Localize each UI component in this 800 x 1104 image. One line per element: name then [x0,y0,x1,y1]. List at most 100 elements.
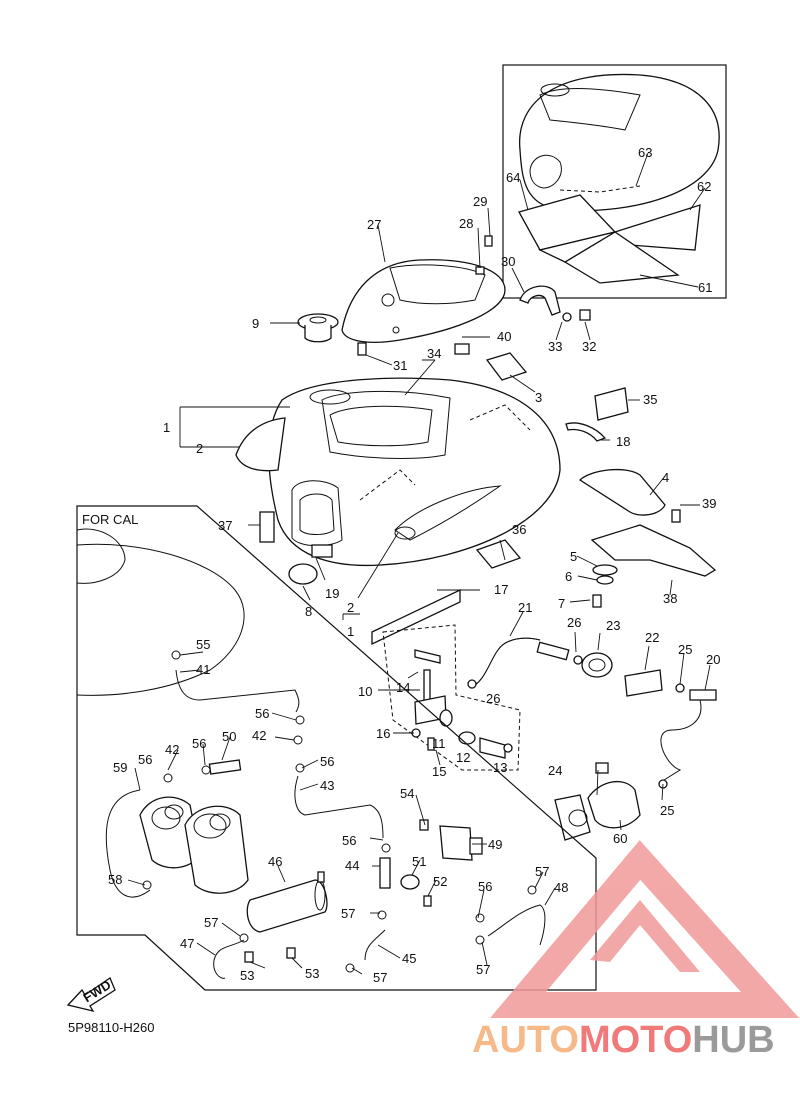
callout-4: 4 [662,470,669,485]
callout-25a: 25 [678,642,692,657]
callout-60: 60 [613,831,627,846]
fuel-line-pump [467,637,717,789]
callout-2: 2 [196,441,203,456]
callout-8: 8 [305,604,312,619]
callout-33: 33 [548,339,562,354]
callout-56b: 56 [138,752,152,767]
callout-12: 12 [456,750,470,765]
callout-56f: 56 [478,879,492,894]
callout-19: 19 [325,586,339,601]
callout-48: 48 [554,880,568,895]
callout-57c: 57 [373,970,387,985]
callout-5: 5 [570,549,577,564]
callout-39: 39 [702,496,716,511]
side-cover-bracket [578,468,717,608]
callout-56a: 56 [255,706,269,721]
vent-hoses [105,669,546,979]
callout-16: 16 [376,726,390,741]
callout-7: 7 [558,596,565,611]
callout-50: 50 [222,729,236,744]
callout-23: 23 [606,618,620,633]
diagram-code: 5P98110-H260 [68,1020,155,1035]
callout-43: 43 [320,778,334,793]
callout-numbers: 1 2 3 4 5 6 7 8 9 10 11 12 13 14 15 16 1… [108,145,720,985]
callout-57e: 57 [535,864,549,879]
watermark-logo [490,840,800,1018]
tank-cover [341,259,506,343]
callout-59: 59 [113,760,127,775]
callout-58: 58 [108,872,122,887]
callout-22: 22 [645,630,659,645]
watermark-part2: MOTO [579,1019,692,1061]
callout-17: 17 [494,582,508,597]
fuel-tank [235,377,561,567]
callout-14: 14 [396,680,410,695]
callout-18: 18 [616,434,630,449]
callout-42b: 42 [252,728,266,743]
callout-25b: 25 [660,803,674,818]
grommets [259,511,333,585]
callout-24: 24 [548,763,562,778]
watermark-text: AUTOMOTOHUB [472,1019,775,1061]
callout-47: 47 [180,936,194,951]
callout-6: 6 [565,569,572,584]
leader-lines [127,152,711,975]
callout-62: 62 [697,179,711,194]
callout-1: 1 [163,420,170,435]
callout-53a: 53 [240,968,254,983]
callout-54: 54 [400,786,414,801]
callout-56c: 56 [192,736,206,751]
watermark-part3: HUB [692,1019,774,1061]
callout-15: 15 [432,764,446,779]
callout-41: 41 [196,662,210,677]
callout-13: 13 [493,760,507,775]
callout-26b: 26 [486,691,500,706]
callout-53b: 53 [305,966,319,981]
callout-10: 10 [358,684,372,699]
callout-2b: 2 [347,600,354,615]
for-cal-label: FOR CAL [82,512,138,527]
charcoal-canister [246,871,328,933]
callout-37: 37 [218,518,232,533]
bracket-and-bolts [357,235,591,356]
watermark-part1: AUTO [472,1019,579,1061]
fuel-cap [297,313,339,343]
callout-64: 64 [506,170,520,185]
callout-57a: 57 [204,915,218,930]
watermark-triangle-icon [490,840,800,1018]
callout-46: 46 [268,854,282,869]
callout-57b: 57 [341,906,355,921]
callout-32: 32 [582,339,596,354]
callout-35: 35 [643,392,657,407]
solenoid-valve [379,819,483,907]
forward-arrow-icon: FWD [66,977,116,1012]
callout-31: 31 [393,358,407,373]
callout-55: 55 [196,637,210,652]
callout-49: 49 [488,837,502,852]
callout-11: 11 [432,736,446,751]
callout-61: 61 [698,280,712,295]
callout-56e: 56 [342,833,356,848]
callout-51: 51 [412,854,426,869]
callout-34: 34 [427,346,441,361]
callout-57d: 57 [476,962,490,977]
for-cal-region [76,505,597,991]
callout-52: 52 [433,874,447,889]
callout-27: 27 [367,217,381,232]
callout-9: 9 [252,316,259,331]
carburetors [139,796,249,894]
callout-26a: 26 [567,615,581,630]
callout-20: 20 [706,652,720,667]
callout-3: 3 [535,390,542,405]
callout-21: 21 [518,600,532,615]
callout-56d: 56 [320,754,334,769]
decals [371,352,629,646]
callout-38: 38 [663,591,677,606]
callout-29: 29 [473,194,487,209]
callout-30: 30 [501,254,515,269]
callout-44: 44 [345,858,359,873]
callout-45: 45 [402,951,416,966]
callout-1b: 1 [347,624,354,639]
callout-28: 28 [459,216,473,231]
